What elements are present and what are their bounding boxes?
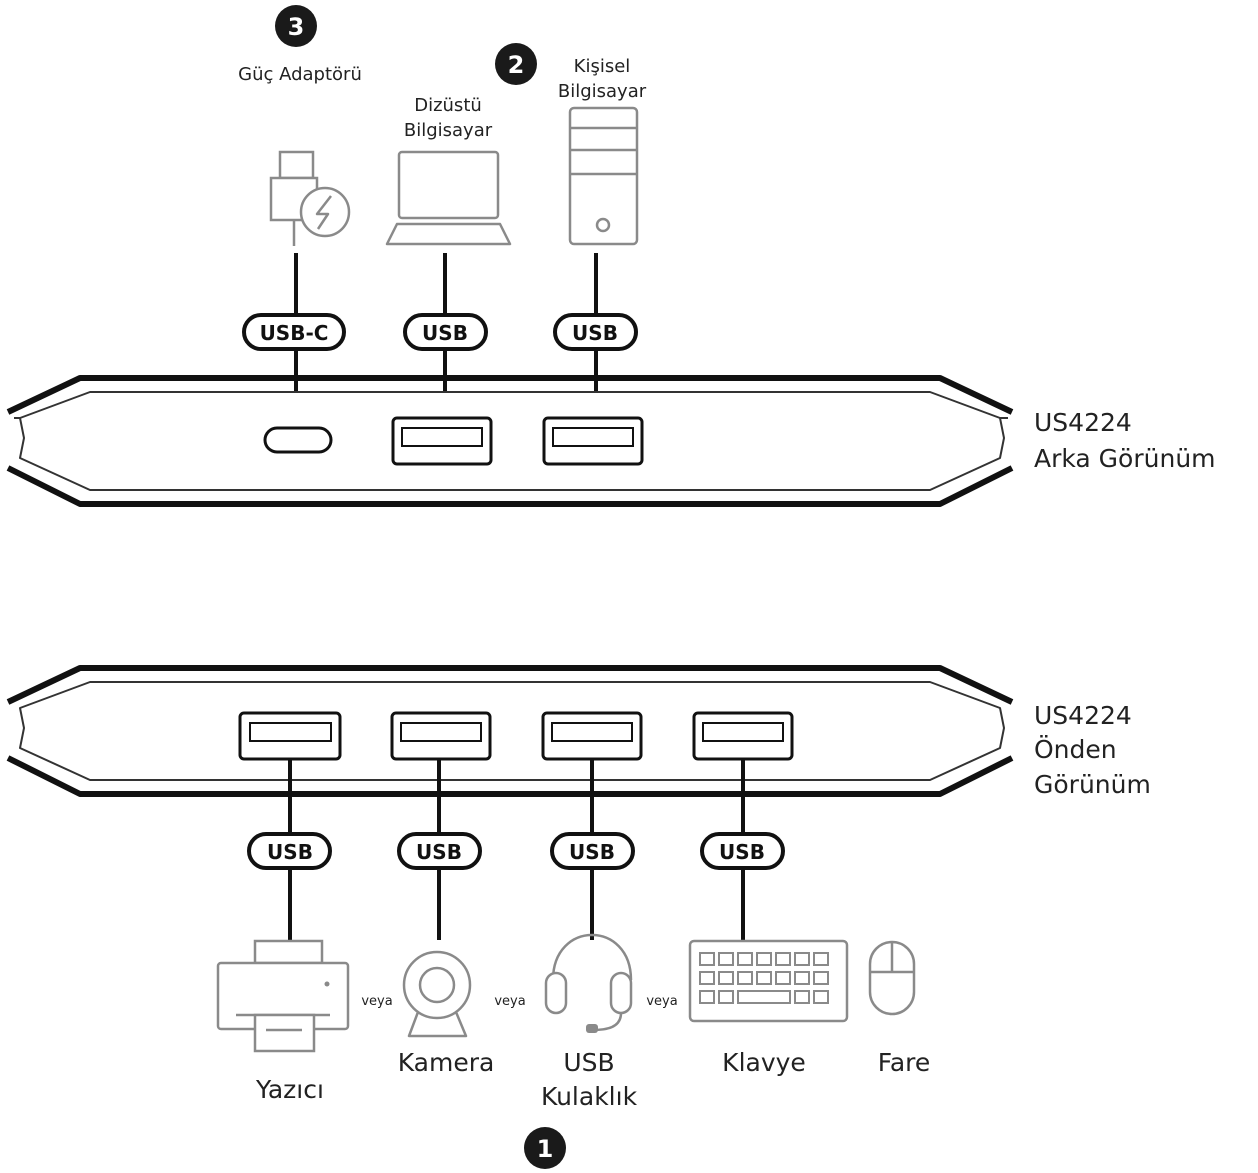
rear-usb-port-2 bbox=[542, 416, 644, 466]
step-1-badge: 1 bbox=[524, 1127, 566, 1169]
svg-text:USB: USB bbox=[267, 840, 313, 864]
svg-text:USB: USB bbox=[422, 321, 468, 345]
power-adapter-label: Güç Adaptörü bbox=[238, 64, 362, 85]
printer-icon bbox=[216, 939, 350, 1053]
front-model-label: US4224 bbox=[1034, 701, 1132, 730]
svg-text:USB: USB bbox=[416, 840, 462, 864]
webcam-icon bbox=[402, 950, 472, 1038]
front-usb-port-1 bbox=[238, 711, 342, 761]
svg-text:1: 1 bbox=[537, 1135, 554, 1163]
mouse-label: Fare bbox=[878, 1048, 931, 1077]
pc-usb-pill: USB bbox=[553, 313, 638, 351]
front-usb-port-4 bbox=[692, 711, 794, 761]
svg-text:USB: USB bbox=[719, 840, 765, 864]
pc-label-line1: Kişisel bbox=[574, 56, 631, 77]
rear-view-label: Arka Görünüm bbox=[1034, 444, 1216, 473]
laptop-label-line2: Bilgisayar bbox=[404, 120, 493, 141]
printer-label: Yazıcı bbox=[255, 1075, 324, 1104]
svg-text:3: 3 bbox=[288, 13, 305, 41]
laptop-usb-pill: USB bbox=[403, 313, 488, 351]
front-view-label-line2: Görünüm bbox=[1034, 770, 1151, 799]
keyboard-icon bbox=[688, 939, 849, 1023]
front-device-body bbox=[6, 665, 1014, 797]
front-view-label-line1: Önden bbox=[1034, 735, 1117, 764]
rear-device-body bbox=[6, 375, 1014, 507]
headset-label-line2: Kulaklık bbox=[541, 1082, 638, 1111]
step-2-badge: 2 bbox=[495, 43, 537, 85]
power-adapter-icon bbox=[269, 150, 351, 246]
or-label-1: veya bbox=[361, 994, 392, 1009]
pc-label-line2: Bilgisayar bbox=[558, 81, 647, 102]
svg-text:USB: USB bbox=[569, 840, 615, 864]
headset-label-line1: USB bbox=[563, 1048, 614, 1077]
keyboard-label: Klavye bbox=[722, 1048, 806, 1077]
headset-usb-pill: USB bbox=[550, 832, 635, 870]
printer-usb-pill: USB bbox=[247, 832, 332, 870]
keyboard-usb-pill: USB bbox=[700, 832, 785, 870]
usbc-pill: USB-C bbox=[242, 313, 346, 351]
desktop-pc-icon bbox=[568, 106, 639, 246]
rear-usb-port-1 bbox=[391, 416, 493, 466]
laptop-label-line1: Dizüstü bbox=[414, 95, 482, 116]
or-label-3: veya bbox=[646, 994, 677, 1009]
laptop-icon bbox=[385, 150, 512, 246]
rear-view: 3 Güç Adaptörü 2 Dizüstü Bilgisayar Kişi… bbox=[6, 5, 1216, 507]
usbc-port bbox=[263, 426, 333, 454]
front-usb-port-3 bbox=[541, 711, 643, 761]
camera-label: Kamera bbox=[398, 1048, 495, 1077]
svg-text:USB: USB bbox=[572, 321, 618, 345]
rear-model-label: US4224 bbox=[1034, 408, 1132, 437]
svg-text:2: 2 bbox=[508, 51, 525, 79]
svg-text:USB-C: USB-C bbox=[260, 321, 329, 345]
step-3-badge: 3 bbox=[275, 5, 317, 47]
front-view: USB USB USB USB US4224 Önden Görünüm bbox=[6, 665, 1151, 1169]
headset-icon bbox=[544, 933, 633, 1033]
or-label-2: veya bbox=[494, 994, 525, 1009]
front-usb-port-2 bbox=[390, 711, 492, 761]
mouse-icon bbox=[868, 940, 916, 1016]
camera-usb-pill: USB bbox=[397, 832, 482, 870]
